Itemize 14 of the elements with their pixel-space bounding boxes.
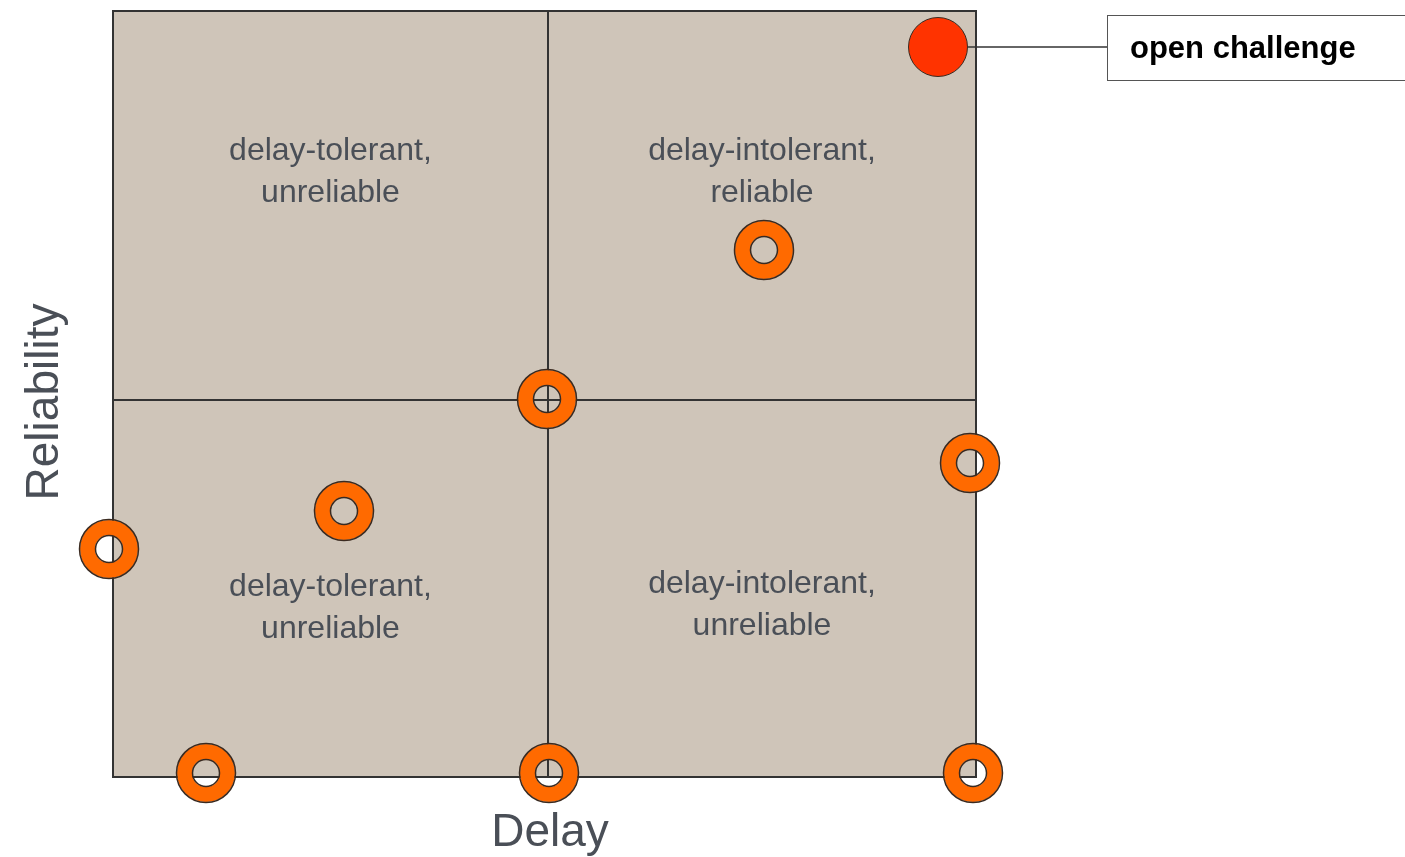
challenge-dot — [908, 17, 968, 77]
quadrant-panel — [112, 10, 549, 401]
axis-title: Delay — [490, 803, 610, 857]
quadrant-label: delay-tolerant, unreliable — [228, 566, 433, 647]
quadrant-panel — [112, 399, 549, 778]
axis-title: Reliability — [15, 302, 69, 502]
callout-text: open challenge — [1130, 30, 1356, 66]
quadrant-panel — [547, 10, 977, 401]
callout-box — [1107, 15, 1405, 81]
quadrant-panel — [547, 399, 977, 778]
quadrant-label: delay-intolerant, unreliable — [647, 563, 877, 644]
quadrant-label: delay-tolerant, unreliable — [228, 130, 433, 211]
leader-line — [967, 46, 1108, 48]
quadrant-label: delay-intolerant, reliable — [647, 130, 877, 211]
